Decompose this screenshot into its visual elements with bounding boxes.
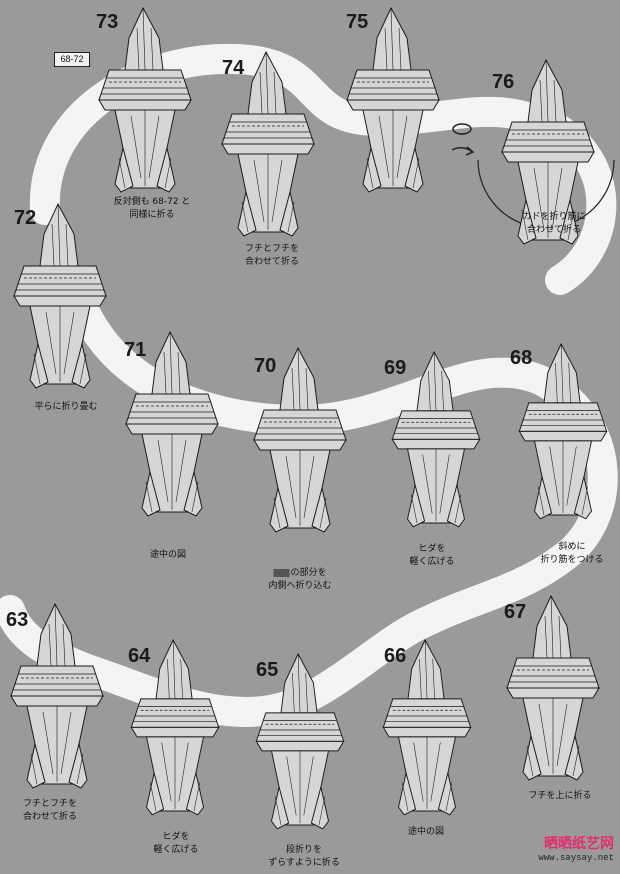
step-number-75: 75 (346, 11, 369, 33)
step-number-69: 69 (384, 357, 407, 379)
watermark: 晒晒纸艺网 www.saysay.net (538, 836, 614, 864)
step-caption-line: 軽く広げる (153, 844, 198, 857)
caption-text: 合わせて折る (526, 225, 582, 235)
step-caption-67: フチを上に折る (528, 790, 591, 803)
origami-figure-68 (518, 342, 608, 520)
step-caption-line: カドを折り筋に (522, 211, 585, 224)
origami-figure-69 (391, 350, 481, 528)
origami-figure-74 (221, 50, 315, 237)
caption-text: 反対側も 68-72 と (113, 197, 191, 207)
step-caption-line: ずらすように折る (268, 857, 340, 870)
caption-text: 軽く広げる (409, 557, 455, 567)
caption-text: フチとフチを (22, 799, 78, 809)
step-caption-line: 軽く広げる (409, 556, 454, 569)
step-number-66: 66 (384, 645, 407, 667)
origami-figure-66 (382, 638, 472, 816)
figures-group (10, 6, 608, 830)
step-caption-line: 内側へ折り込む (268, 580, 331, 593)
caption-text: 途中の図 (149, 550, 187, 560)
origami-figure-76 (501, 58, 595, 245)
step-caption-70: の部分を内側へ折り込む (268, 567, 331, 593)
watermark-url: www.saysay.net (538, 853, 614, 863)
origami-figure-70 (253, 346, 347, 533)
caption-text: 内側へ折り込む (268, 581, 332, 591)
origami-figure-65 (255, 652, 345, 830)
step-caption-line: フチとフチを (23, 798, 77, 811)
origami-figure-73 (98, 6, 192, 193)
step-caption-line: 平らに折り畳む (34, 401, 97, 414)
caption-text: 平らに折り畳む (34, 402, 98, 412)
caption-text: ヒダを (418, 544, 446, 554)
step-caption-line: ヒダを (153, 831, 198, 844)
caption-text: の部分を (290, 568, 327, 578)
step-caption-line: の部分を (268, 567, 331, 580)
step-caption-line: ヒダを (409, 543, 454, 556)
caption-text: 合わせて折る (244, 257, 300, 267)
caption-text: カドを折り筋に (522, 212, 586, 222)
origami-figure-75 (346, 6, 440, 193)
caption-text: 段折りを (285, 845, 323, 855)
step-caption-line: 合わせて折る (522, 224, 585, 237)
caption-text: フチとフチを (244, 244, 300, 254)
step-caption-65: 段折りをずらすように折る (268, 844, 340, 870)
step-number-63: 63 (6, 609, 29, 631)
step-caption-line: フチとフチを (245, 243, 299, 256)
step-caption-74: フチとフチを合わせて折る (245, 243, 299, 269)
origami-figure-64 (130, 638, 220, 816)
step-number-64: 64 (128, 645, 151, 667)
step-caption-66: 途中の図 (408, 826, 444, 839)
step-caption-line: 合わせて折る (245, 256, 299, 269)
step-caption-line: 斜めに (540, 541, 603, 554)
step-number-65: 65 (256, 659, 279, 681)
origami-figure-67 (506, 594, 600, 781)
step-caption-72: 平らに折り畳む (34, 401, 97, 414)
step-caption-63: フチとフチを合わせて折る (23, 798, 77, 824)
caption-text: ヒダを (162, 832, 190, 842)
step-number-72: 72 (14, 207, 37, 229)
watermark-title: 晒晒纸艺网 (544, 836, 614, 852)
origami-figure-63 (10, 602, 104, 789)
shaded-area-swatch (273, 568, 290, 577)
caption-text: 合わせて折る (22, 812, 78, 822)
caption-text: 同様に折る (129, 210, 175, 220)
caption-text: フチを上に折る (528, 791, 592, 801)
step-caption-line: 同様に折る (114, 209, 191, 222)
step-caption-line: 段折りを (268, 844, 340, 857)
caption-text: 途中の図 (407, 827, 445, 837)
step-caption-line: 途中の図 (408, 826, 444, 839)
caption-text: ずらすように折る (268, 858, 340, 868)
origami-figure-72 (13, 202, 107, 389)
step-caption-line: 合わせて折る (23, 811, 77, 824)
step-caption-69: ヒダを軽く広げる (409, 543, 454, 569)
step-number-68: 68 (510, 347, 533, 369)
step-number-76: 76 (492, 71, 515, 93)
caption-text: 斜めに (558, 542, 586, 552)
step-caption-68: 斜めに折り筋をつける (540, 541, 603, 567)
caption-text: 軽く広げる (153, 845, 199, 855)
reference-steps-label: 68-72 (54, 52, 90, 67)
step-caption-76: カドを折り筋に合わせて折る (522, 211, 585, 237)
step-caption-line: フチを上に折る (528, 790, 591, 803)
step-caption-line: 途中の図 (150, 549, 186, 562)
step-caption-64: ヒダを軽く広げる (153, 831, 198, 857)
step-caption-71: 途中の図 (150, 549, 186, 562)
origami-figure-71 (125, 330, 219, 517)
step-number-73: 73 (96, 11, 119, 33)
turn-over-icon (451, 123, 475, 156)
caption-text: 折り筋をつける (540, 555, 604, 565)
step-number-70: 70 (254, 355, 277, 377)
step-caption-73: 反対側も 68-72 と同様に折る (114, 196, 191, 222)
step-number-67: 67 (504, 601, 527, 623)
step-caption-line: 反対側も 68-72 と (114, 196, 191, 209)
step-caption-line: 折り筋をつける (540, 554, 603, 567)
step-number-74: 74 (222, 57, 245, 79)
step-number-71: 71 (124, 339, 147, 361)
